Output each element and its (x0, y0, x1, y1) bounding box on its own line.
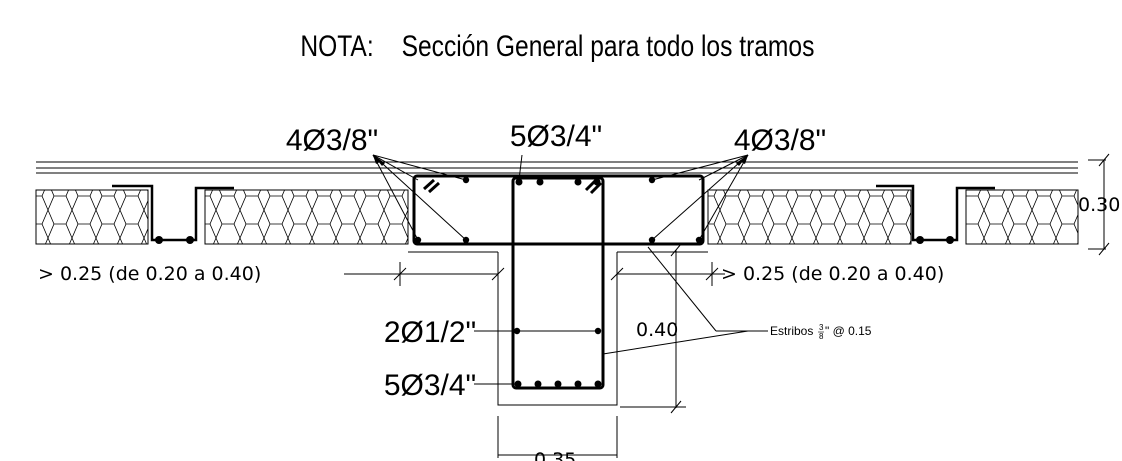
joist-bar-dot (155, 236, 163, 244)
joist-bar-dot (186, 236, 194, 244)
joist-bar-left (112, 184, 234, 242)
stirrups-prefix: Estribos (770, 324, 813, 338)
top-left-bars-label: 4Ø3/8" (286, 124, 378, 157)
hollow-block-right-2 (965, 189, 1079, 245)
stirrups-frac-den: 8 (819, 332, 824, 341)
joist-bar-dot (916, 236, 924, 244)
slab-top-lines (36, 161, 1078, 174)
note-prefix: NOTA: (300, 29, 373, 63)
web-bottom-bars-label: 5Ø3/4" (384, 369, 476, 402)
flange-right-dim: > 0.25 (de 0.20 a 0.40) (721, 263, 944, 285)
hollow-block-left-1 (35, 189, 149, 245)
stirrups-suffix: " @ 0.15 (825, 324, 872, 338)
joist-bar-dot (946, 236, 954, 244)
note-text: Sección General para todo los tramos (402, 29, 815, 63)
web-mid-bars-label: 2Ø1/2" (384, 316, 476, 349)
leader-arrowheads (373, 155, 748, 166)
web-stirrup (511, 176, 605, 390)
hollow-block-right-1 (707, 189, 912, 245)
top-center-bars-label: 5Ø3/4" (510, 120, 602, 153)
hollow-block-left-2 (204, 189, 409, 245)
flange-stirrup (412, 174, 705, 246)
web-outline (408, 251, 708, 406)
web-width-dim: 0.35 (534, 449, 576, 461)
leader-lines (372, 154, 768, 385)
rebar-dots (414, 176, 703, 388)
top-right-bars-label: 4Ø3/8" (734, 124, 826, 157)
joist-bar-right (876, 184, 995, 242)
flange-left-dim: > 0.25 (de 0.20 a 0.40) (38, 263, 261, 285)
web-depth-dim: 0.40 (636, 319, 678, 341)
stirrups-label: Estribos (770, 324, 813, 338)
slab-depth-dim: 0.30 (1078, 194, 1120, 216)
dimension-lines (344, 153, 1110, 458)
stirrups-frac-num: 3 (819, 323, 824, 332)
